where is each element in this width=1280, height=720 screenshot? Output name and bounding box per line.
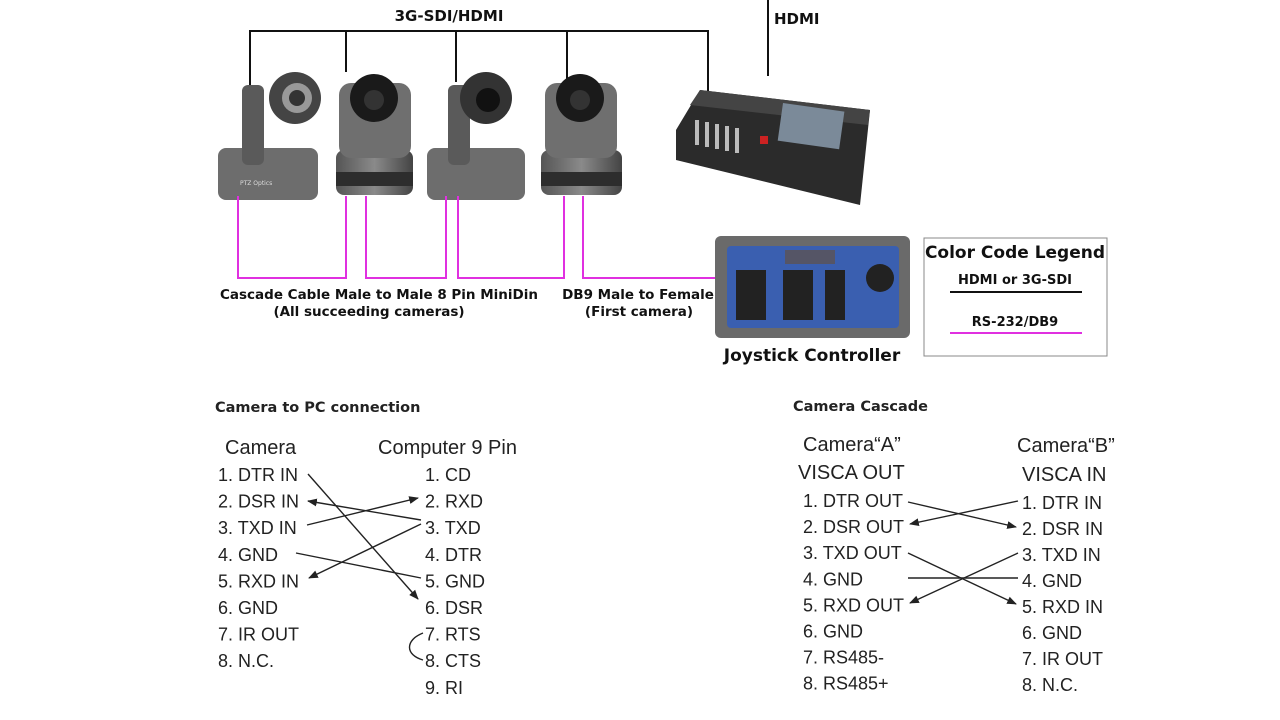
- cascade-b-pins: 1. DTR IN 2. DSR IN 3. TXD IN 4. GND 5. RXD …: [1022, 493, 1103, 695]
- cascade-title: Camera Cascade: [793, 399, 928, 415]
- pin-label: 1. DTR IN: [1022, 493, 1102, 513]
- pin-label: 4. GND: [1022, 571, 1082, 591]
- pin-label: 3. TXD OUT: [803, 543, 902, 563]
- cascade-cable-label: Cascade Cable Male to Male 8 Pin MiniDin: [220, 287, 538, 303]
- pin-label: 3. TXD IN: [218, 518, 297, 538]
- pin-label: 8. N.C.: [1022, 675, 1078, 695]
- pc-left-header: Camera: [225, 437, 297, 459]
- pin-label: 7. RTS: [425, 625, 481, 645]
- pin-label: 6. GND: [218, 598, 278, 618]
- pin-label: 4. GND: [803, 569, 863, 589]
- video-switcher: [676, 90, 870, 205]
- color-code-legend: Color Code Legend HDMI or 3G-SDI RS-232/…: [923, 237, 1108, 357]
- cascade-cable-sub: (All succeeding cameras): [273, 304, 464, 320]
- pin-label: 8. CTS: [425, 651, 481, 671]
- cascade-right-sub: VISCA IN: [1022, 464, 1106, 486]
- wire-gnd: [295, 552, 422, 579]
- ptz-camera-1: PTZ Optics: [218, 72, 321, 200]
- pin-label: 1. DTR OUT: [803, 491, 903, 511]
- pin-label: 8. N.C.: [218, 651, 274, 671]
- pin-label: 6. GND: [803, 622, 863, 642]
- ptz-camera-3: [427, 72, 525, 200]
- hdmi-label: HDMI: [774, 10, 820, 28]
- pin-label: 4. DTR: [425, 545, 482, 565]
- pin-label: 2. DSR IN: [1022, 519, 1103, 539]
- cascade-a-pins: 1. DTR OUT 2. DSR OUT 3. TXD OUT 4. GND 5. R…: [803, 491, 904, 694]
- pin-label: 2. RXD: [425, 492, 483, 512]
- rts-cts-loop: [408, 632, 424, 661]
- pin-label: 5. RXD OUT: [803, 595, 904, 615]
- legend-item-video: HDMI or 3G-SDI: [958, 273, 1072, 288]
- joystick-controller: [715, 236, 910, 338]
- pin-label: 1. CD: [425, 465, 471, 485]
- pc-computer-pins: 1. CD 2. RXD 3. TXD 4. DTR 5. GND 6. DSR 7. RT…: [425, 465, 485, 698]
- pc-title: Camera to PC connection: [215, 400, 420, 416]
- pin-label: 5. RXD IN: [1022, 597, 1103, 617]
- pin-label: 2. DSR OUT: [803, 517, 904, 537]
- joystick-label: Joystick Controller: [723, 346, 901, 366]
- db9-cable-label: DB9 Male to Female: [562, 287, 714, 303]
- pin-label: 7. IR OUT: [1022, 649, 1103, 669]
- pin-label: 6. GND: [1022, 623, 1082, 643]
- wire-dtr-dsrout: [909, 500, 1019, 526]
- ptz-camera-2: [336, 74, 413, 195]
- pc-camera-pins: 1. DTR IN 2. DSR IN 3. TXD IN 4. GND 5. RXD …: [218, 465, 299, 671]
- pin-label: 5. RXD IN: [218, 571, 299, 591]
- pc-wiring: [295, 473, 424, 661]
- bus-label: 3G-SDI/HDMI: [395, 7, 504, 25]
- ptz-camera-4: [541, 74, 622, 195]
- pin-label: 3. TXD: [425, 518, 481, 538]
- pin-label: 9. RI: [425, 678, 463, 698]
- pin-label: 7. RS485-: [803, 648, 884, 668]
- legend-item-serial: RS-232/DB9: [972, 315, 1058, 330]
- pc-right-header: Computer 9 Pin: [378, 437, 517, 459]
- cascade-wiring: [907, 500, 1019, 605]
- wire-txd-rxdin: [308, 523, 422, 579]
- pin-label: 1. DTR IN: [218, 465, 298, 485]
- pin-label: 4. GND: [218, 545, 278, 565]
- serial-cables: [237, 196, 718, 279]
- pin-label: 6. DSR: [425, 598, 483, 618]
- pin-label: 8. RS485+: [803, 674, 889, 694]
- cascade-left-sub: VISCA OUT: [798, 462, 905, 484]
- cascade-right-header: Camera“B”: [1017, 435, 1115, 457]
- db9-cable-sub: (First camera): [585, 304, 693, 320]
- legend-title: Color Code Legend: [925, 243, 1105, 263]
- pin-label: 2. DSR IN: [218, 492, 299, 512]
- video-cable-bus: [249, 0, 769, 106]
- camera-brand: PTZ Optics: [240, 180, 272, 187]
- wire-txd-rxd: [306, 496, 419, 526]
- pin-label: 3. TXD IN: [1022, 545, 1101, 565]
- wire-dtr-dsr: [307, 473, 419, 600]
- pin-label: 7. IR OUT: [218, 625, 299, 645]
- pin-label: 5. GND: [425, 571, 485, 591]
- wire-dtr-dsr: [907, 501, 1017, 529]
- cascade-left-header: Camera“A”: [803, 434, 901, 456]
